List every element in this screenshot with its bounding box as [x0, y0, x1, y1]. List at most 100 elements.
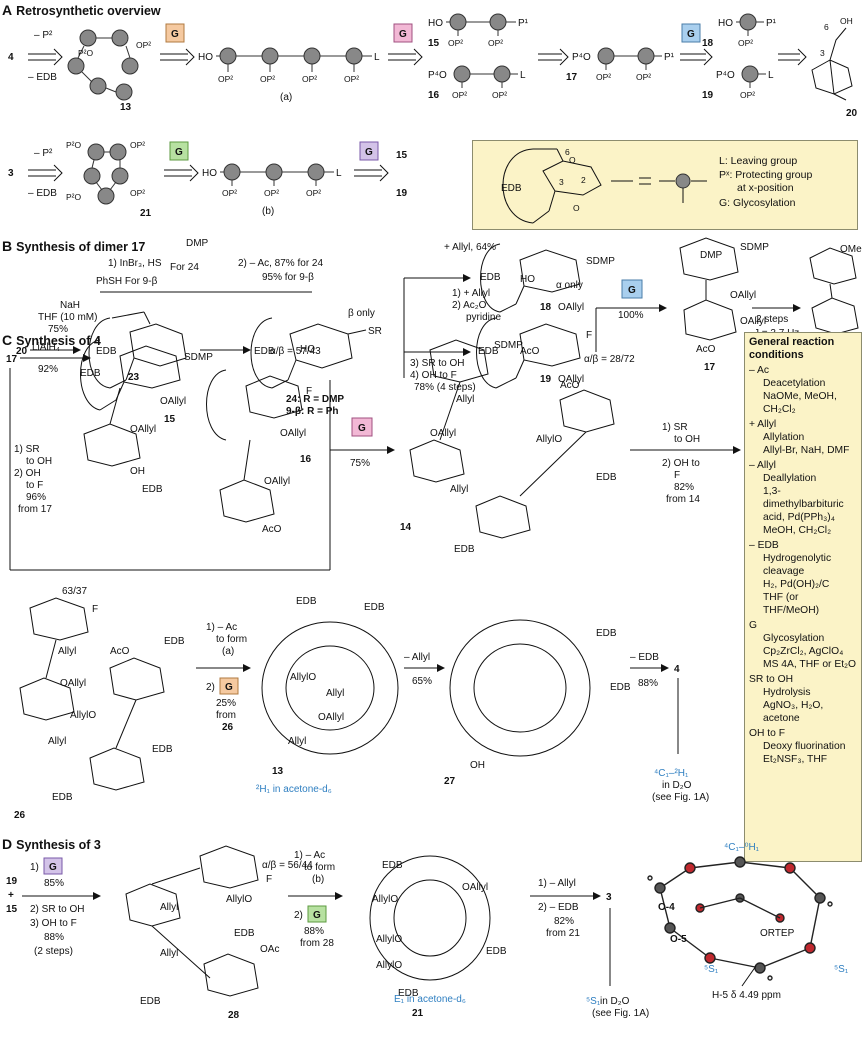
svg-text:G: G	[399, 29, 407, 40]
svg-text:⁴C₁–²H₁: ⁴C₁–²H₁	[654, 768, 689, 779]
svg-text:ORTEP: ORTEP	[760, 928, 795, 939]
structure-16	[206, 369, 303, 523]
svg-text:OP²: OP²	[636, 72, 651, 82]
macrocycle-21	[83, 143, 129, 205]
svg-text:Allyl: Allyl	[450, 484, 468, 495]
svg-text:AcO: AcO	[696, 344, 716, 355]
svg-text:15: 15	[164, 414, 176, 425]
condition-reagents: H₂, Pd(OH)₂/C	[763, 579, 830, 590]
svg-text:pyridine: pyridine	[466, 312, 501, 323]
svg-text:96%: 96%	[26, 492, 46, 503]
svg-text:Allyl: Allyl	[456, 394, 474, 405]
svg-text:2) OH to: 2) OH to	[662, 458, 700, 469]
svg-text:OAllyl: OAllyl	[130, 424, 156, 435]
svg-text:Allyl: Allyl	[326, 688, 344, 699]
scheme-c: 17 LiAlH₄ 92% 1) SR to OH 2) OH to F 96%…	[6, 339, 741, 571]
svg-text:H-5 δ 4.49 ppm: H-5 δ 4.49 ppm	[712, 990, 781, 1001]
svg-text:AcO: AcO	[110, 646, 130, 657]
condition-name: Hydrolysis	[763, 687, 811, 698]
fragment-16: P⁴O	[428, 65, 518, 88]
svg-text:⁵S₁: ⁵S₁	[834, 964, 849, 975]
svg-text:63/37: 63/37	[62, 586, 87, 597]
svg-text:HO: HO	[300, 344, 315, 355]
macrocycle-13	[67, 29, 139, 101]
svg-text:For 24: For 24	[170, 262, 199, 273]
compound-17: 17	[566, 72, 578, 83]
svg-text:OAllyl: OAllyl	[462, 882, 488, 893]
svg-text:6: 6	[824, 22, 829, 32]
structure-27	[449, 619, 591, 757]
svg-text:OAllyl: OAllyl	[558, 302, 584, 313]
retro-arrow-2	[160, 48, 195, 66]
svg-text:F: F	[92, 604, 98, 615]
svg-text:OP²: OP²	[448, 38, 463, 48]
retro-arrow-7	[28, 164, 63, 182]
svg-text:Allyl: Allyl	[48, 736, 66, 747]
structure-26	[19, 597, 165, 791]
ortep-structure	[647, 856, 833, 981]
svg-text:EDB: EDB	[234, 928, 255, 939]
svg-text:²H₁ in acetone-d₆: ²H₁ in acetone-d₆	[256, 784, 332, 795]
condition-reagents: acid, Pd(PPh₃)₄	[763, 512, 835, 523]
compound-19-b: 19	[396, 188, 408, 199]
condition-reagents: NaOMe, MeOH, CH₂Cl₂	[763, 391, 837, 415]
legend-leaving-group: L: Leaving group	[719, 155, 798, 167]
compound-3: 3	[8, 168, 14, 179]
svg-text:82%: 82%	[554, 916, 574, 927]
svg-text:NaH: NaH	[60, 300, 80, 311]
svg-text:92%: 92%	[38, 364, 58, 375]
conditions-header: General reaction conditions	[749, 336, 835, 361]
condition-reagents: Cp₂ZrCl₂, AgClO₄	[763, 646, 844, 657]
svg-text:– Allyl: – Allyl	[404, 652, 430, 663]
svg-text:α/β = 28/72: α/β = 28/72	[584, 354, 635, 365]
svg-text:SDMP: SDMP	[740, 242, 769, 253]
svg-text:EDB: EDB	[382, 860, 403, 871]
svg-text:P²O: P²O	[66, 192, 82, 202]
svg-text:2) – Ac, 87% for 24: 2) – Ac, 87% for 24	[238, 258, 323, 269]
svg-text:24: R = DMP: 24: R = DMP	[286, 394, 344, 405]
svg-text:OP²: OP²	[260, 74, 275, 84]
svg-text:26: 26	[14, 810, 26, 821]
svg-text:EDB: EDB	[398, 988, 419, 999]
svg-text:OP²: OP²	[264, 188, 279, 198]
svg-text:AllylO: AllylO	[536, 434, 562, 445]
condition-key: – EDB	[749, 540, 779, 551]
svg-text:+ Allyl, 64%: + Allyl, 64%	[444, 242, 496, 253]
svg-text:G: G	[313, 910, 321, 921]
compound-20-structure	[811, 27, 853, 101]
svg-text:OAc: OAc	[260, 944, 279, 955]
compound-15-b: 15	[396, 150, 408, 161]
condition-reagents: THF (or THF/MeOH)	[763, 592, 820, 616]
structure-18	[480, 243, 581, 313]
svg-text:(b): (b)	[312, 874, 324, 885]
svg-text:– EDB: – EDB	[630, 652, 659, 663]
svg-text:to F: to F	[26, 480, 43, 491]
svg-text:3: 3	[820, 48, 825, 58]
compound-13: 13	[120, 102, 132, 113]
svg-text:(see Fig. 1A): (see Fig. 1A)	[652, 792, 709, 803]
svg-text:13: 13	[272, 766, 284, 777]
svg-text:9-β: R = Ph: 9-β: R = Ph	[286, 406, 339, 417]
condition-name: Hydrogenolytic cleavage	[763, 553, 832, 577]
svg-text:to form: to form	[304, 862, 335, 873]
svg-text:HO: HO	[718, 18, 733, 29]
svg-text:1) – Ac: 1) – Ac	[294, 850, 325, 861]
svg-text:F: F	[674, 470, 680, 481]
retro-arrow-5	[680, 48, 713, 66]
svg-text:EDB: EDB	[152, 744, 173, 755]
svg-text:HO: HO	[198, 52, 213, 63]
svg-text:EDB: EDB	[596, 628, 617, 639]
svg-text:to form: to form	[216, 634, 247, 645]
svg-text:OP²: OP²	[738, 38, 753, 48]
svg-text:2) OH: 2) OH	[14, 468, 41, 479]
svg-text:82%: 82%	[674, 482, 694, 493]
svg-text:6: 6	[565, 147, 570, 157]
condition-key: OH to F	[749, 728, 786, 739]
condition-reagents: Et₂NSF₃, THF	[763, 754, 828, 765]
svg-text:19: 19	[540, 374, 552, 385]
svg-text:78% (4 steps): 78% (4 steps)	[414, 382, 476, 393]
